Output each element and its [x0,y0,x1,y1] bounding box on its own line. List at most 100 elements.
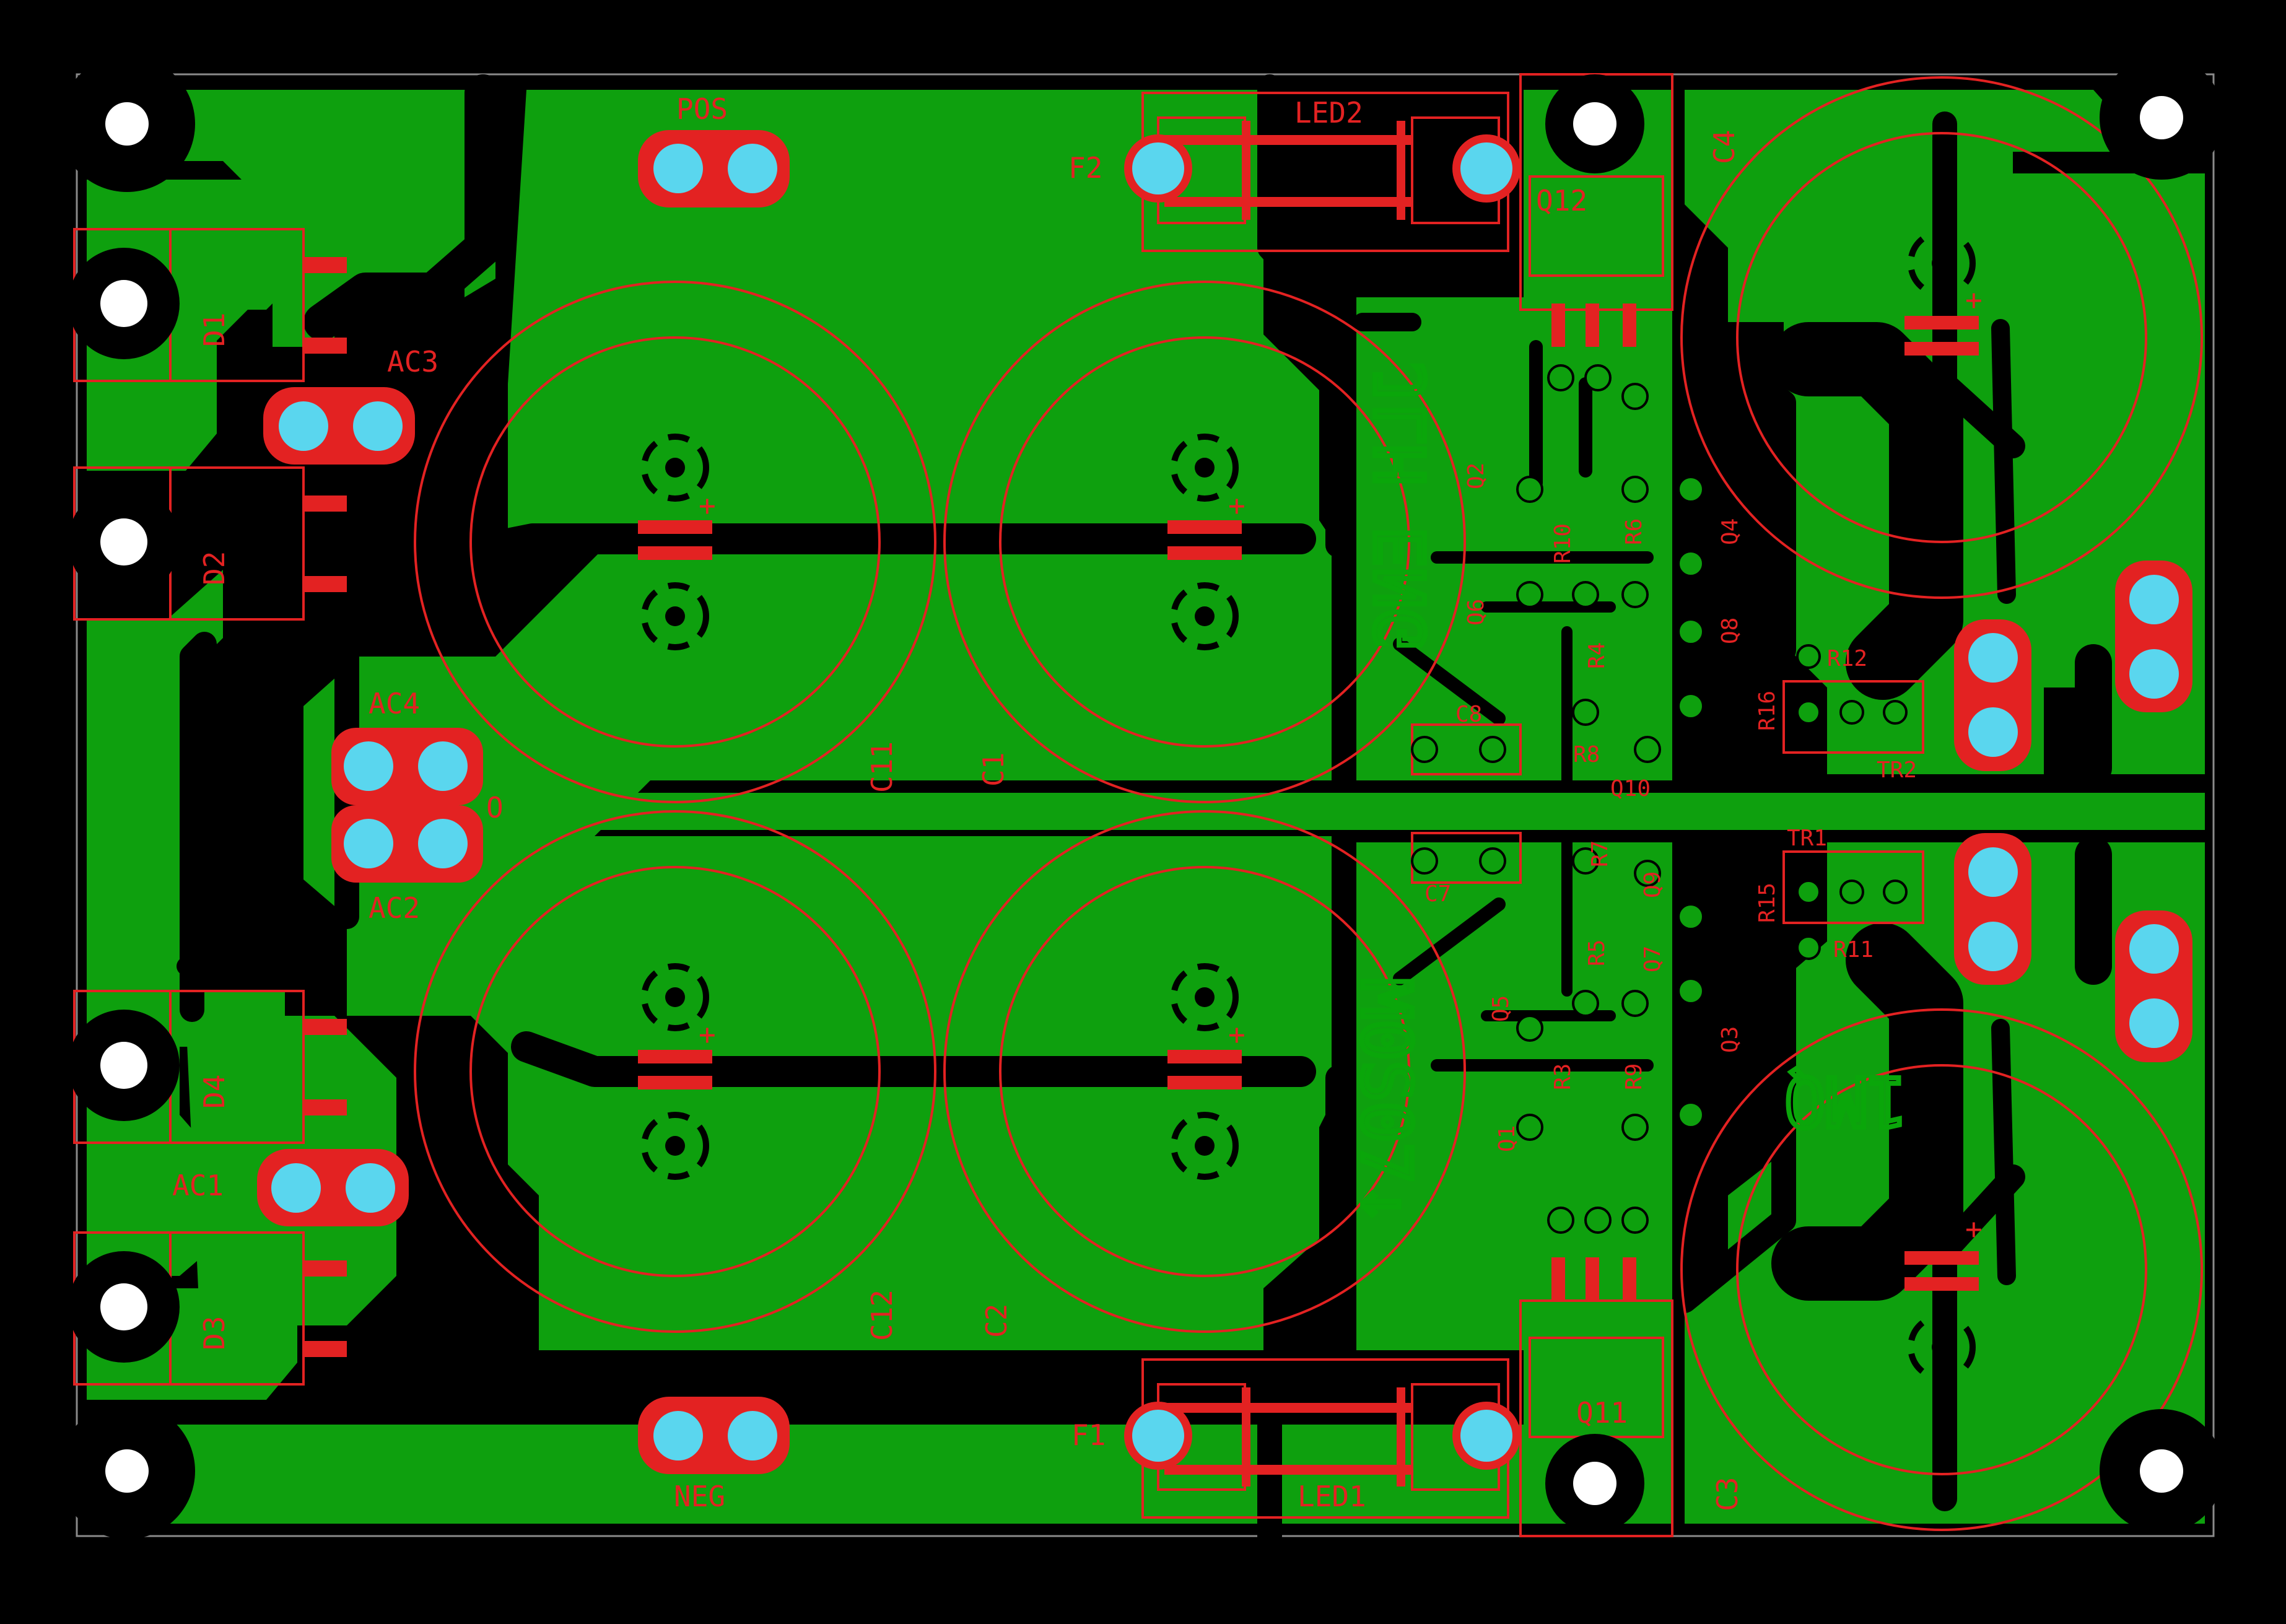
label-d3: D3 [198,1316,231,1350]
label-led1: LED1 [1298,1480,1366,1513]
label-c1: C1 [977,753,1010,787]
label-q2: Q2 [1464,463,1489,489]
capacitor-pads [638,229,1979,1381]
mount-hole-bottom-right [2140,1449,2183,1493]
connector-f1 [1124,1402,1520,1470]
label-q10: Q10 [1610,776,1651,801]
label-ac1: AC1 [172,1169,224,1202]
capacitors-silk [414,76,2203,1531]
label-r15: R15 [1755,883,1780,923]
label-r11: R11 [1833,937,1874,963]
mount-hole-top-right [2140,96,2183,139]
capacitor-c4 [1680,76,2203,599]
label-tr1: TR1 [1787,826,1827,851]
mount-hole-d4 [100,1042,147,1089]
connector-right-4 [2115,910,2192,1062]
copper-text: JLH ENG M0S07↓ 1MQ [1344,360,1910,1227]
smd-pads [303,121,1636,1486]
label-q9: Q9 [1640,871,1665,898]
label-r10: R10 [1550,523,1576,564]
label-led2: LED2 [1294,96,1363,129]
connector-pos [638,130,790,207]
board-outline [76,73,2215,1537]
label-ac2: AC2 [369,891,420,925]
connector-right-1 [2115,561,2192,712]
label-r8: R8 [1573,742,1600,767]
label-plus-c11: + [699,489,716,522]
label-q11: Q11 [1576,1396,1628,1430]
connector-neg [638,1397,790,1474]
label-plus-c4: + [1965,283,1983,317]
copper-text-lower: M0S07↓ [1346,979,1426,1225]
mounting-holes [59,56,2223,1539]
silk-labels: POS NEG AC3 AC4 O AC2 AC1 D1 D2 D4 D3 F2… [172,92,1983,1513]
connector-ac4 [331,728,483,805]
label-r3: R3 [1550,1063,1576,1090]
capacitor-c1 [943,281,1466,803]
capacitor-c2 [943,810,1466,1333]
capacitor-c11 [414,281,936,803]
cap-pads-c4 [1904,229,1979,426]
cap-pads-c2 [1167,963,1242,1180]
label-r7: R7 [1587,840,1613,867]
mount-hole-top-left [105,102,149,146]
mount-hole-q11 [1573,1462,1616,1505]
label-plus-c3: + [1965,1212,1983,1246]
label-q7: Q7 [1640,946,1665,972]
label-q5: Q5 [1488,995,1514,1022]
label-c8: C8 [1455,702,1482,727]
label-r4: R4 [1584,642,1610,669]
mount-hole-d1 [100,280,147,327]
label-q6: Q6 [1464,599,1489,626]
label-ac4: AC4 [369,687,420,720]
label-c11: C11 [865,741,899,793]
connector-ac1 [257,1149,409,1226]
mount-hole-q12 [1573,102,1616,146]
label-q3: Q3 [1717,1026,1743,1053]
label-ac3: AC3 [387,345,438,378]
label-r12: R12 [1827,646,1867,671]
label-plus-c12: + [699,1018,716,1051]
copper-text-right: 1MQ [1784,1062,1908,1141]
label-d2: D2 [198,551,231,585]
trimmer-tr2-outline [1782,680,1924,754]
capacitor-c12 [414,810,936,1333]
cap-pads-c1 [1167,434,1242,650]
label-f1: F1 [1071,1418,1106,1452]
connector-right-3 [1954,833,2031,985]
label-plus-c2: + [1228,1018,1246,1051]
capacitor-c3 [1680,1008,2203,1531]
label-f2: F2 [1068,151,1102,185]
connector-pads [257,130,2192,1474]
label-q8: Q8 [1717,618,1743,644]
label-r9: R9 [1621,1063,1647,1090]
label-pos: POS [676,92,728,126]
cap-pads-c11 [638,434,712,650]
label-c12: C12 [865,1290,899,1341]
label-tr2: TR2 [1877,757,1917,783]
mount-hole-bottom-left [105,1449,149,1493]
connector-ac2 [331,805,483,883]
label-c7: C7 [1424,881,1451,907]
label-q4: Q4 [1717,518,1743,545]
label-c2: C2 [980,1304,1013,1338]
trimmer-tr1-outline [1782,850,1924,924]
connector-f2 [1124,134,1520,203]
label-q1: Q1 [1494,1125,1520,1152]
cap-pads-c12 [638,963,712,1180]
label-r16: R16 [1755,691,1780,731]
label-r5: R5 [1584,940,1610,966]
label-d1: D1 [198,313,231,347]
label-plus-c1: + [1228,489,1246,522]
label-c3: C3 [1711,1477,1744,1511]
label-q12: Q12 [1536,184,1587,217]
label-d4: D4 [198,1075,231,1109]
signal-pads [1411,364,1908,1234]
copper-layer [87,90,2205,1524]
copper-text-upper: JLH ENG [1361,362,1441,650]
connector-right-2 [1954,619,2031,771]
label-r6: R6 [1621,518,1647,545]
connector-ac3 [263,387,415,465]
cap-pads-c3 [1904,1185,1979,1381]
